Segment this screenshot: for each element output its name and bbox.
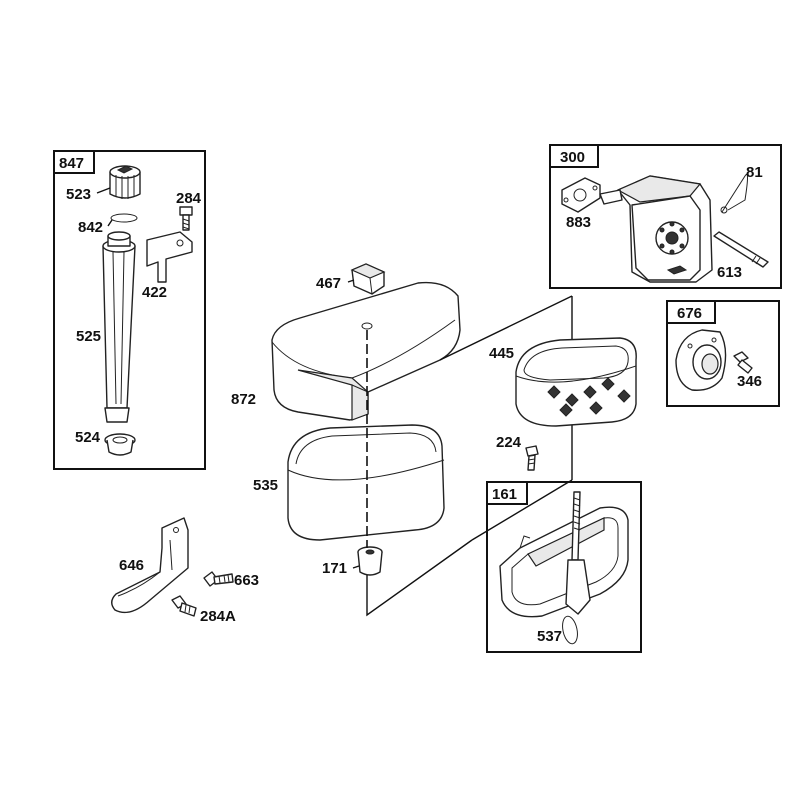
label-646: 646 bbox=[119, 557, 144, 574]
label-422: 422 bbox=[142, 284, 167, 301]
label-523: 523 bbox=[66, 186, 91, 203]
leader-842 bbox=[107, 219, 113, 227]
leader-523 bbox=[96, 187, 111, 194]
kit-676-label: 676 bbox=[677, 305, 702, 322]
kit-161-group: 161 537 bbox=[486, 481, 642, 653]
label-171: 171 bbox=[322, 560, 347, 577]
leader-171 bbox=[352, 565, 360, 569]
o-ring-842[interactable] bbox=[110, 213, 138, 223]
kit-300-group: 300 883 bbox=[549, 144, 782, 289]
stud-161[interactable] bbox=[565, 491, 591, 615]
kit-161-frame bbox=[486, 481, 642, 653]
dipstick-cap[interactable] bbox=[109, 165, 141, 199]
bracket-422[interactable] bbox=[146, 231, 193, 283]
label-284a: 284A bbox=[200, 608, 236, 625]
leader-467 bbox=[347, 279, 355, 283]
label-224: 224 bbox=[496, 434, 522, 451]
clip-81[interactable] bbox=[720, 174, 748, 214]
cover-872[interactable] bbox=[271, 281, 461, 421]
label-613: 613 bbox=[717, 264, 742, 281]
kit-676-frame bbox=[666, 300, 780, 407]
rod-613[interactable] bbox=[713, 231, 769, 268]
screw-346[interactable] bbox=[733, 351, 753, 374]
label-883: 883 bbox=[566, 214, 591, 231]
kit-676-tag bbox=[666, 300, 716, 324]
label-346: 346 bbox=[737, 373, 762, 390]
assembly-link-lower bbox=[366, 539, 473, 617]
bracket-646-group: 646 663 284A bbox=[111, 517, 259, 625]
grommet-524[interactable] bbox=[104, 433, 136, 456]
kit-847-tag bbox=[53, 150, 95, 174]
screw-284a[interactable] bbox=[171, 595, 197, 617]
assembly-link-side bbox=[471, 479, 573, 541]
air-cleaner-housing[interactable] bbox=[599, 175, 713, 283]
base-tray-161[interactable] bbox=[499, 506, 629, 618]
pre-cleaner-535[interactable] bbox=[287, 424, 445, 541]
seal-537[interactable] bbox=[560, 615, 580, 645]
screw-224[interactable] bbox=[525, 445, 539, 471]
label-284: 284 bbox=[176, 190, 202, 207]
label-872: 872 bbox=[231, 391, 256, 408]
kit-300-frame bbox=[549, 144, 782, 289]
label-445: 445 bbox=[489, 345, 514, 362]
grommet-171[interactable] bbox=[357, 546, 383, 576]
cover-assembly: 467 872 535 171 bbox=[231, 263, 573, 617]
label-537: 537 bbox=[537, 628, 562, 645]
label-535: 535 bbox=[253, 477, 278, 494]
kit-161-tag bbox=[486, 481, 528, 505]
filter-445-group: 445 224 bbox=[489, 296, 637, 480]
kit-676-group: 676 346 bbox=[666, 300, 780, 407]
label-525: 525 bbox=[76, 328, 101, 345]
knob-467[interactable] bbox=[350, 263, 386, 295]
label-663: 663 bbox=[234, 572, 259, 589]
kit-300-label: 300 bbox=[560, 149, 585, 166]
label-524: 524 bbox=[75, 429, 101, 446]
kit-847-group: 847 bbox=[53, 150, 206, 470]
fill-tube[interactable] bbox=[102, 231, 136, 423]
gasket-883[interactable] bbox=[561, 177, 601, 213]
kit-847-frame bbox=[53, 150, 206, 470]
screw-284[interactable] bbox=[179, 206, 193, 231]
kit-161-label: 161 bbox=[492, 486, 517, 503]
label-467: 467 bbox=[316, 275, 341, 292]
screw-663[interactable] bbox=[203, 571, 234, 587]
base-plate-676[interactable] bbox=[675, 329, 727, 391]
assembly-link-upper bbox=[439, 295, 573, 361]
label-842: 842 bbox=[78, 219, 103, 236]
kit-300-tag bbox=[549, 144, 599, 168]
kit-847-label: 847 bbox=[59, 155, 84, 172]
filter-cartridge-445[interactable] bbox=[515, 337, 637, 427]
label-81: 81 bbox=[746, 164, 763, 181]
bracket-646[interactable] bbox=[111, 517, 189, 614]
